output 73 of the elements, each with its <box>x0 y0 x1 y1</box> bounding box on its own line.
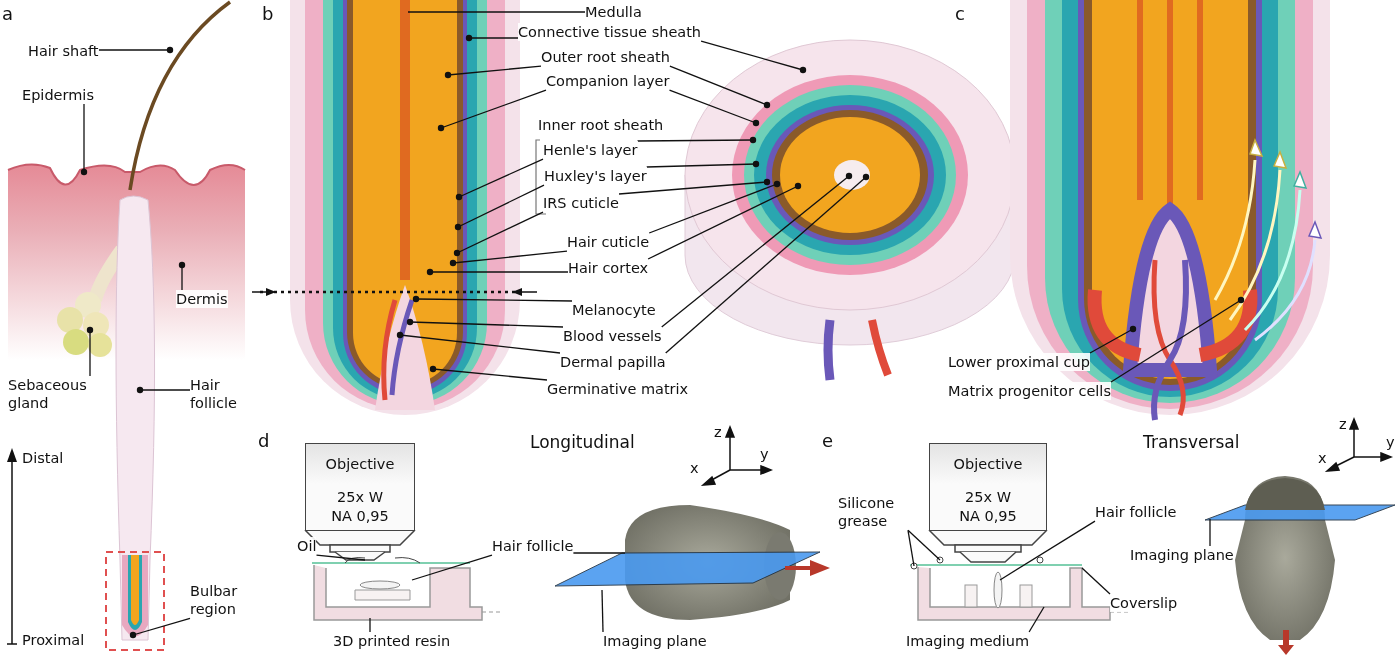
leader-line <box>1081 567 1111 595</box>
part-label: Imaging plane <box>1130 546 1234 565</box>
leader-line <box>700 40 807 74</box>
follicle-section-drawing <box>290 0 520 415</box>
leader-line <box>1209 518 1211 547</box>
axis-label: x <box>690 460 699 476</box>
leader-line <box>444 65 542 79</box>
leader-line <box>407 11 586 13</box>
leader-line <box>665 173 870 354</box>
leader-line <box>1028 606 1045 633</box>
leader-line <box>86 326 94 377</box>
leader-line <box>647 182 802 260</box>
leader-line <box>646 160 760 168</box>
leader-line <box>369 617 371 633</box>
leader-line <box>396 331 561 354</box>
panel-letter: a <box>2 3 14 24</box>
leader-line <box>411 554 493 581</box>
leader-line <box>465 34 519 42</box>
leader-line <box>454 184 545 231</box>
part-label: Lower proximal cup <box>948 353 1090 372</box>
axis-label: y <box>760 446 769 462</box>
leader-line <box>618 178 771 195</box>
objective-box: Objective <box>929 443 1047 485</box>
part-label: Coverslip <box>1110 594 1178 613</box>
leader-line <box>661 172 853 328</box>
group-label: Inner root sheath <box>538 117 664 133</box>
leader-line <box>449 250 568 267</box>
part-label: 3D printed resin <box>333 632 451 651</box>
leader-line <box>668 89 760 127</box>
part-label: Melanocyte <box>572 301 656 320</box>
leader-line <box>315 554 366 561</box>
panel-letter: e <box>822 430 834 451</box>
leader-line <box>455 158 544 201</box>
leader-line <box>907 529 915 567</box>
objective-box: Objective <box>305 443 415 485</box>
part-label: Henle's layer <box>543 141 638 160</box>
part-label: Dermal papilla <box>560 353 666 372</box>
leader-line <box>426 268 569 276</box>
leader-line <box>907 529 941 561</box>
leader-line <box>1110 296 1245 383</box>
part-label: Connective tissue sheath <box>518 23 702 42</box>
direction-label: Distal <box>22 450 64 466</box>
axis-label: x <box>1318 450 1327 466</box>
leader-line <box>97 46 174 54</box>
leader-line <box>406 318 564 328</box>
leader-line <box>129 617 191 639</box>
axis-label: z <box>1339 416 1347 432</box>
part-label: Imaging medium <box>906 632 1030 651</box>
leader-line <box>412 295 573 303</box>
panel-letter: d <box>258 430 270 451</box>
axis-label: z <box>714 424 722 440</box>
sample-chamber-drawing <box>311 557 501 621</box>
direction-label: Proximal <box>22 632 85 648</box>
axis-label: y <box>1386 434 1395 450</box>
leader-line <box>572 552 626 554</box>
part-label: Huxley's layer <box>544 167 647 186</box>
part-label: Companion layer <box>546 72 670 91</box>
leader-line <box>136 386 191 394</box>
panel-letter: c <box>955 3 965 24</box>
leader-line <box>669 65 771 109</box>
leader-line <box>636 136 757 144</box>
heading: Longitudinal <box>530 432 635 452</box>
leader-line <box>80 103 88 176</box>
leader-line <box>429 365 548 381</box>
leader-line <box>437 89 547 132</box>
leader-line <box>178 261 186 291</box>
part-label: Imaging plane <box>603 632 707 651</box>
panel-letter: b <box>262 3 274 24</box>
part-label: Matrix progenitor cells <box>948 382 1111 401</box>
leader-line <box>648 180 781 234</box>
leader-line <box>1089 325 1137 354</box>
heading: Transversal <box>1143 432 1240 452</box>
leader-line <box>453 211 544 257</box>
